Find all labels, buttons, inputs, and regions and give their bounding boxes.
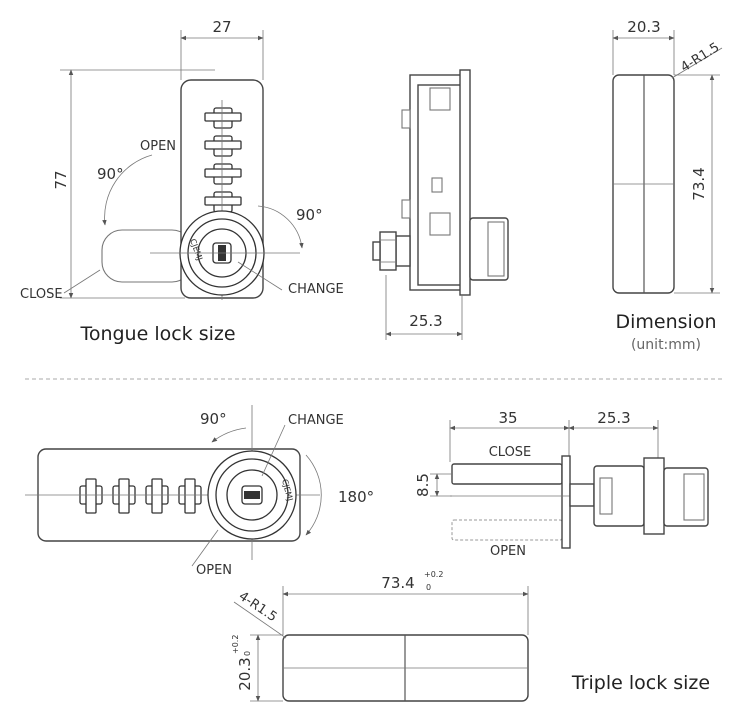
tongue-dial-stack	[204, 100, 242, 300]
dimension-unit: (unit:mm)	[631, 337, 701, 353]
tongue-angle-right: 90°	[296, 206, 323, 224]
triple-open-lower-label: OPEN	[490, 544, 526, 559]
triple-height-tol-upper: +0.2	[231, 635, 240, 654]
tongue-width-dimension: 27	[212, 18, 231, 36]
tongue-close-label: CLOSE	[20, 287, 63, 302]
triple-lock-caption: Triple lock size	[571, 672, 710, 694]
triple-close-label: CLOSE	[489, 445, 532, 460]
tongue-height-dimension: 77	[52, 170, 70, 189]
side-depth-dimension: 25.3	[409, 312, 442, 330]
tongue-lock-side-view: 25.3	[372, 69, 509, 340]
tongue-angle-left: 90°	[97, 165, 124, 183]
tongue-open-label: OPEN	[140, 139, 176, 154]
triple-change-label: CHANGE	[288, 413, 344, 428]
triple-key-cylinder: CJEMJ	[207, 450, 297, 540]
tongue-lock-front-view: 27 77 CJEMJ	[20, 18, 344, 345]
triple-height-tol-lower: 0	[243, 651, 252, 656]
triple-length-tol-upper: +0.2	[424, 570, 443, 579]
triple-height-dimension: 20.3	[236, 657, 254, 690]
dimension-view: 20.3 4-R1.5 73.4 Dimension (unit:mm)	[612, 18, 722, 353]
triple-angle-top: 90°	[200, 410, 227, 428]
dimension-caption: Dimension	[616, 311, 717, 333]
triple-lock-front-view: CJEMJ 90° CHANGE 180° OPEN	[25, 405, 374, 578]
triple-bolt-length-dimension: 35	[498, 409, 517, 427]
dimension-width: 20.3	[627, 18, 660, 36]
triple-length-dimension: 73.4	[381, 574, 414, 592]
dimension-radius-label: 4-R1.5	[678, 40, 722, 75]
tongue-lock-caption: Tongue lock size	[79, 323, 235, 345]
triple-radius-label: 4-R1.5	[236, 589, 280, 625]
triple-length-tol-lower: 0	[426, 583, 431, 592]
triple-open-label: OPEN	[196, 563, 232, 578]
triple-angle-right: 180°	[338, 488, 374, 506]
tongue-change-label: CHANGE	[288, 282, 344, 297]
triple-body-depth-dimension: 25.3	[597, 409, 630, 427]
dimension-height: 73.4	[690, 167, 708, 200]
triple-lock-side-view: 35 25.3 CLOSE OPEN 8.5	[414, 409, 709, 559]
triple-offset-dimension: 8.5	[414, 473, 432, 497]
triple-lock-top-view: 73.4 +0.2 0 4-R1.5 20.3 +0.2 0 Triple lo…	[231, 570, 710, 702]
